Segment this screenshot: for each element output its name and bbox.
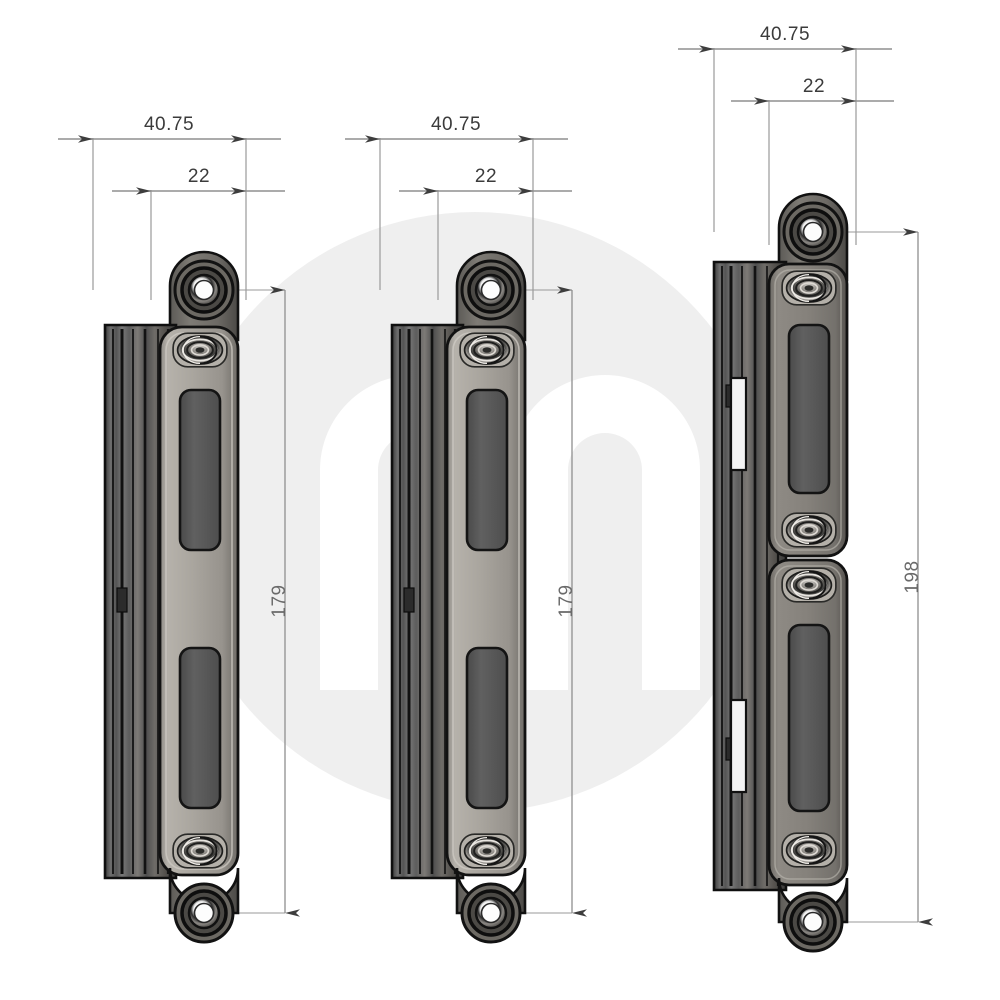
dimension-label-width-inner-middle: 22: [475, 166, 497, 187]
dimension-label-height-right: 198: [902, 560, 923, 593]
pivot-tab-bottom-right: [777, 877, 849, 953]
slot-lower-right: [787, 623, 831, 813]
screw-upper-plate-bottom-right: [781, 512, 837, 548]
dimension-width-inner-middle: 22: [399, 166, 572, 300]
screw-top-middle: [459, 332, 515, 368]
view-middle: 40.75 22 179: [345, 114, 587, 944]
slot-top-middle: [465, 388, 509, 552]
view-left: 40.75 22 179: [58, 114, 300, 944]
screw-lower-plate-bottom-right: [781, 832, 837, 868]
pivot-hole-top-middle: [460, 259, 522, 321]
dimension-label-width-outer-middle: 40.75: [431, 114, 481, 135]
latch-cutout-lower-right: [729, 698, 748, 794]
screw-bottom-left: [172, 833, 228, 869]
dimension-label-width-outer-right: 40.75: [760, 24, 810, 45]
pivot-tab-bottom-middle: [455, 867, 527, 944]
pivot-hole-bottom-middle: [460, 882, 522, 944]
screw-upper-plate-top-right: [781, 270, 837, 306]
dimension-height-right: 198: [812, 228, 933, 926]
dimension-width-outer-right: 40.75: [678, 24, 892, 245]
latch-cutout-upper-right: [729, 376, 748, 472]
pivot-hole-bottom-right: [782, 891, 844, 953]
pivot-tab-bottom-left: [168, 867, 240, 944]
view-right: 40.75 22 198: [678, 24, 933, 953]
pivot-tab-top-left: [168, 250, 240, 342]
dimension-width-outer-middle: 40.75: [345, 114, 568, 300]
body-notch-middle: [403, 587, 415, 613]
slot-bottom-middle: [465, 646, 509, 810]
pivot-hole-top-left: [173, 259, 235, 321]
slot-bottom-left: [178, 646, 222, 810]
screw-bottom-middle: [459, 833, 515, 869]
slot-top-left: [178, 388, 222, 552]
pivot-tab-top-middle: [455, 250, 527, 342]
dimension-label-height-middle: 179: [556, 584, 577, 617]
dimension-label-width-inner-left: 22: [188, 166, 210, 187]
screw-top-left: [172, 332, 228, 368]
body-left: [103, 323, 178, 880]
dimension-width-inner-right: 22: [731, 76, 894, 245]
screw-lower-plate-top-right: [781, 567, 837, 603]
pivot-hole-top-right: [782, 201, 844, 263]
faceplate-lower-right: [767, 558, 849, 887]
dimension-height-left: 179: [203, 286, 300, 917]
dimension-width-outer-left: 40.75: [58, 114, 281, 300]
dimension-width-inner-left: 22: [112, 166, 285, 300]
pivot-tab-top-right: [777, 192, 849, 282]
pivot-hole-bottom-left: [173, 882, 235, 944]
faceplate-middle: [445, 325, 527, 877]
dimension-label-height-left: 179: [269, 584, 290, 617]
faceplate-upper-right: [767, 262, 849, 558]
slot-upper-right: [787, 323, 831, 495]
dimension-label-width-outer-left: 40.75: [144, 114, 194, 135]
dimension-label-width-inner-right: 22: [803, 76, 825, 97]
body-notch-left: [116, 587, 128, 613]
faceplate-left: [158, 325, 240, 877]
